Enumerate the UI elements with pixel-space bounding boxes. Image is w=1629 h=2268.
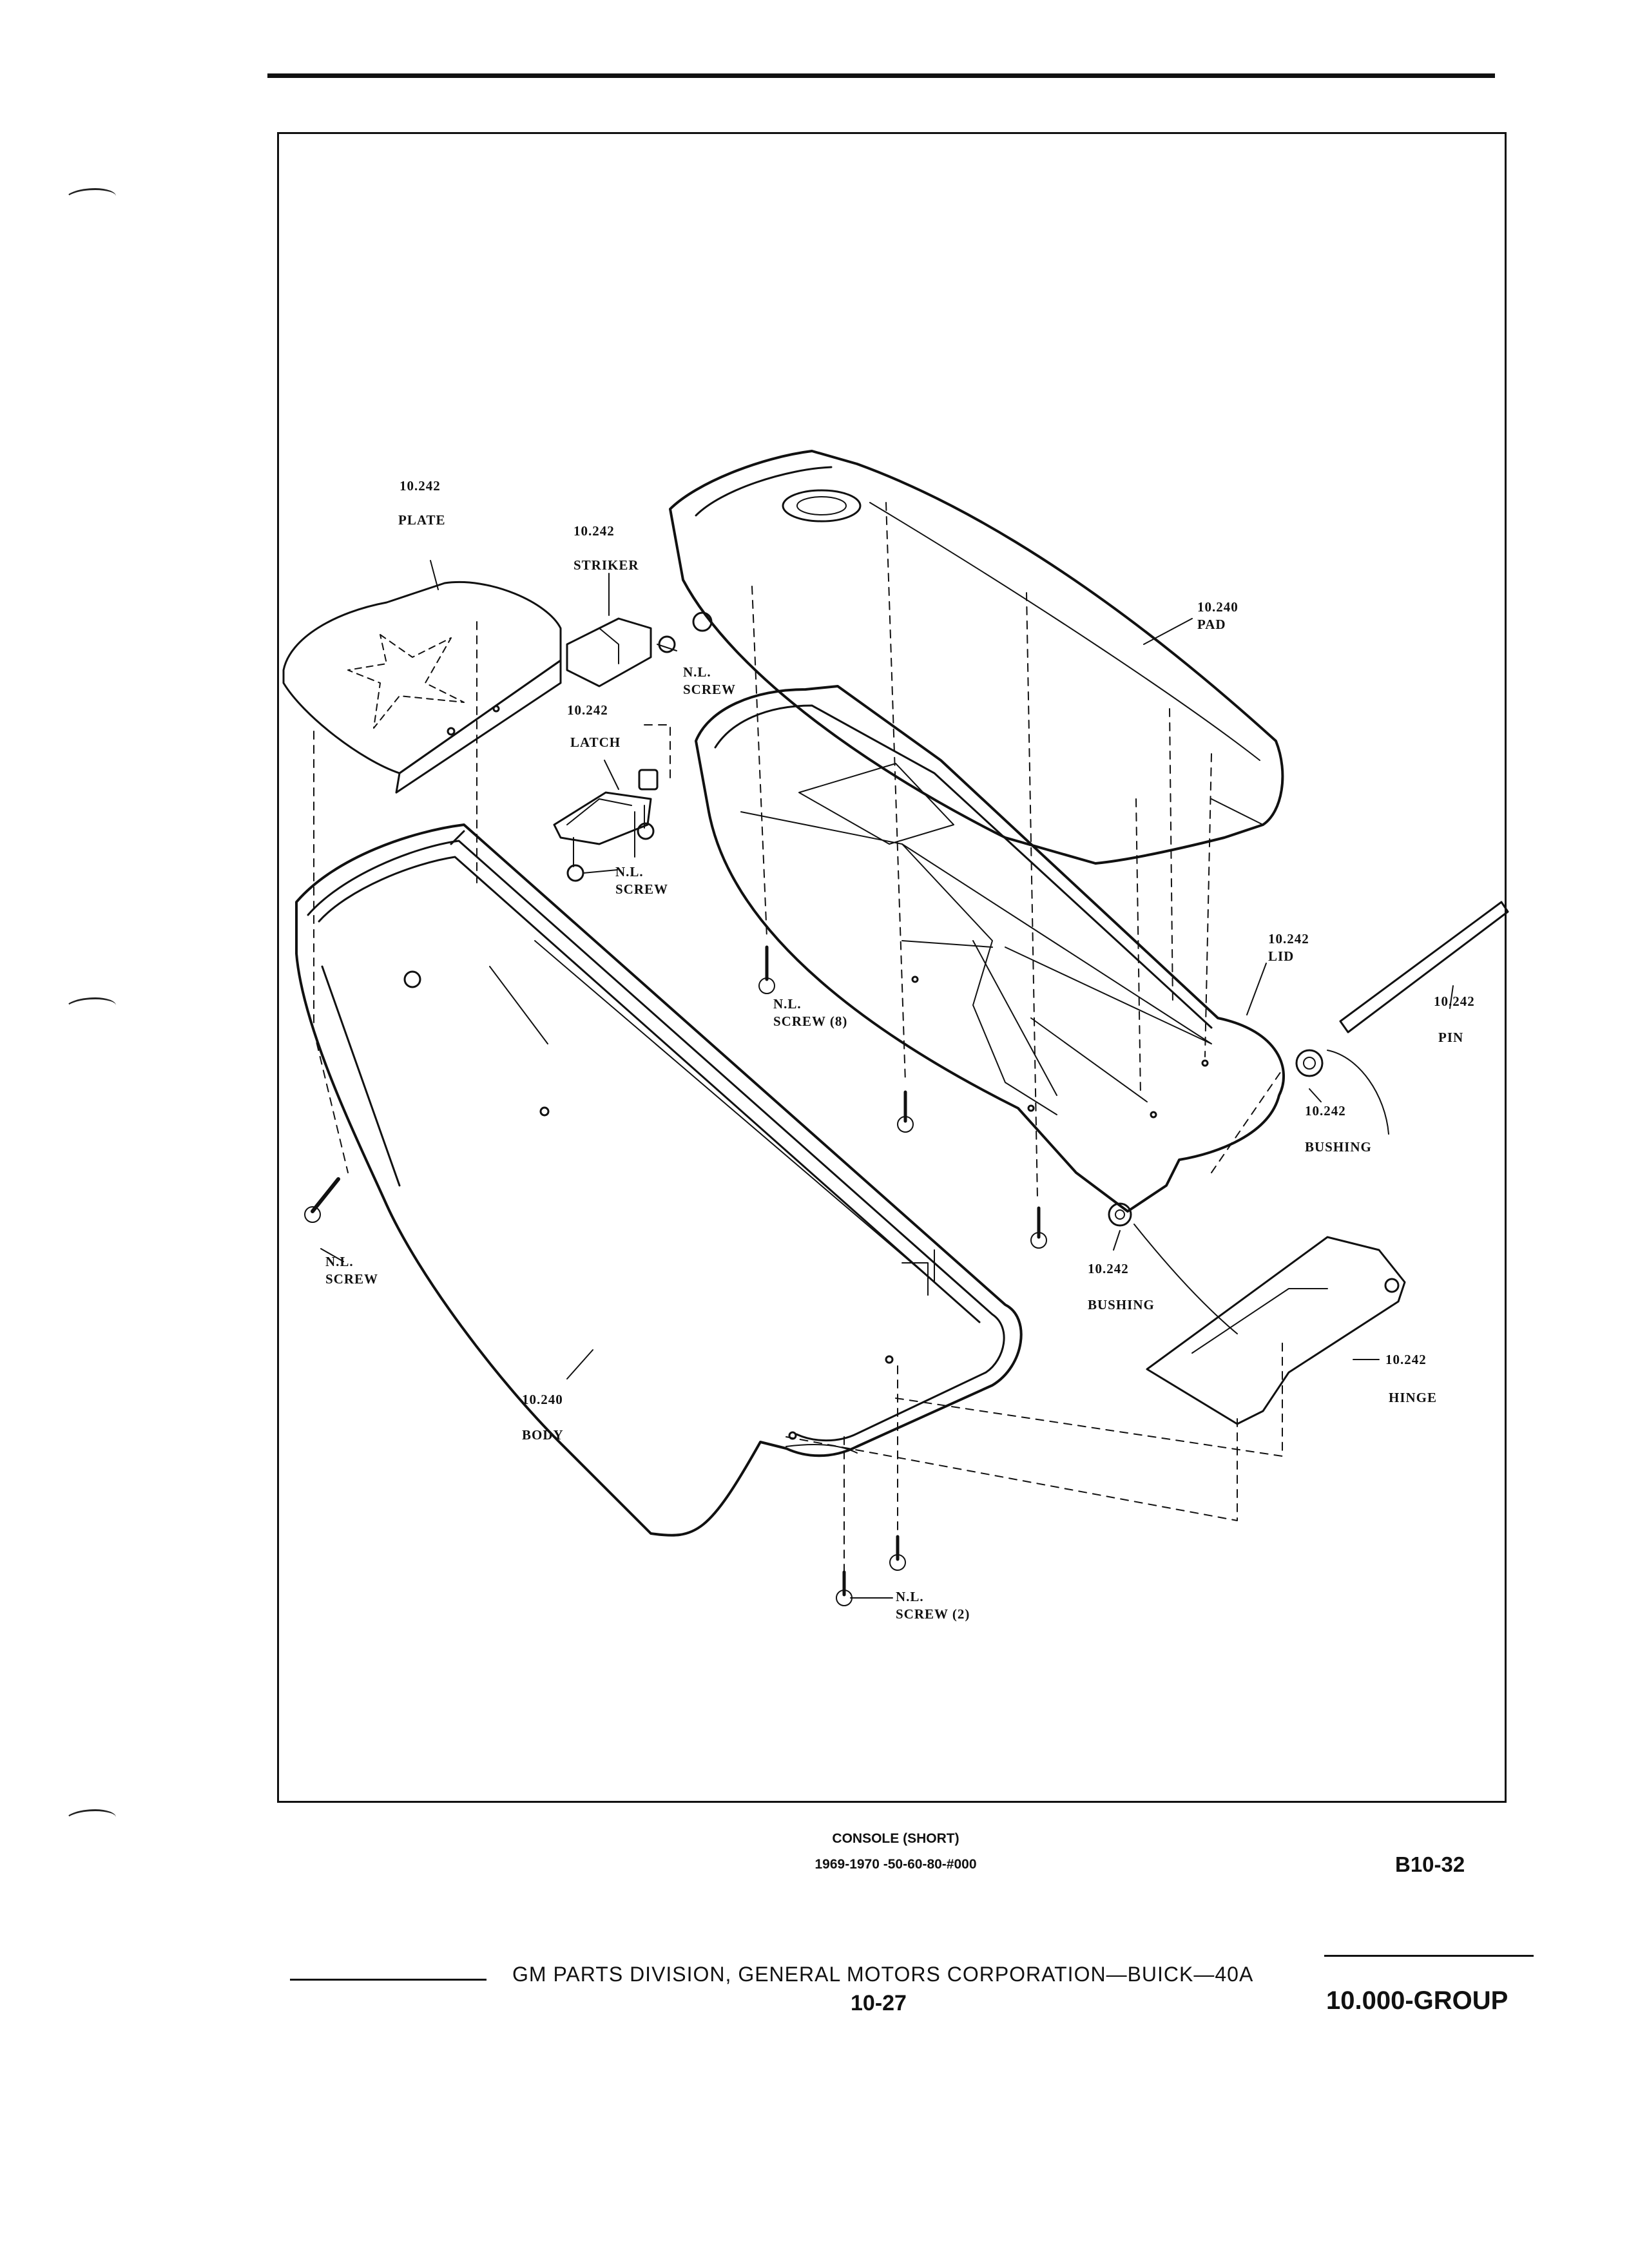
callout-number-bushing-right: 10.242 — [1305, 1103, 1346, 1119]
page-number: 10-27 — [851, 1991, 907, 2015]
callout-number-pad: 10.240 — [1197, 599, 1239, 615]
plate-code: B10-32 — [1395, 1852, 1465, 1876]
punch-hole-mark — [64, 1809, 116, 1829]
footer-rule-right — [1324, 1955, 1534, 1957]
caption-title: CONSOLE (SHORT) — [832, 1831, 959, 1846]
callout-label-body-screw: N.L. SCREW — [325, 1254, 379, 1287]
callout-label-latch: LATCH — [570, 735, 621, 750]
pad-part — [669, 450, 1284, 865]
screw-parts — [304, 945, 1047, 1606]
callout-label-bushing-right: BUSHING — [1305, 1139, 1372, 1155]
punch-hole-mark — [64, 188, 116, 208]
group-label: 10.000-GROUP — [1326, 1986, 1509, 2015]
callout-label-pad: PAD — [1197, 617, 1226, 632]
leader-lines — [320, 560, 1454, 1599]
pin-part — [1339, 901, 1509, 1033]
callout-number-pin: 10.242 — [1434, 994, 1475, 1009]
callout-label-body: BODY — [522, 1427, 564, 1443]
callout-label-plate: PLATE — [398, 512, 446, 528]
caption-models: 1969-1970 -50-60-80-#000 — [815, 1857, 977, 1872]
callout-number-hinge: 10.242 — [1385, 1352, 1427, 1367]
callout-label-bottom-screw: N.L. SCREW (2) — [896, 1589, 970, 1622]
footer-rule-left — [290, 1979, 487, 1981]
callout-number-lid: 10.242 — [1268, 931, 1309, 947]
callout-number-body: 10.240 — [522, 1392, 563, 1407]
callout-number-plate: 10.242 — [400, 478, 441, 494]
lid-part — [695, 685, 1285, 1213]
callout-label-lid: LID — [1268, 948, 1295, 964]
assembly-lines — [313, 502, 1283, 1573]
console-body-part — [295, 823, 1023, 1537]
callout-label-pin: PIN — [1438, 1030, 1464, 1045]
bushing-parts — [1108, 1049, 1324, 1227]
callout-label-latch-screw: N.L. SCREW — [615, 864, 669, 898]
callout-number-striker: 10.242 — [574, 523, 615, 539]
illustration-frame — [277, 132, 1507, 1803]
arc-arrow — [1327, 1050, 1389, 1135]
callout-label-bushing-left: BUSHING — [1088, 1297, 1155, 1312]
callout-number-striker-2: 10.242 — [567, 702, 608, 718]
callout-label-hinge: HINGE — [1389, 1390, 1438, 1405]
top-rule — [267, 73, 1495, 78]
punch-hole-mark — [64, 997, 116, 1017]
hinge-part — [1146, 1236, 1406, 1425]
callout-number-bushing-left: 10.242 — [1088, 1261, 1129, 1276]
footer-publisher: GM PARTS DIVISION, GENERAL MOTORS CORPOR… — [512, 1963, 1254, 1986]
callout-label-lid-screw: N.L. SCREW (8) — [773, 996, 848, 1030]
plate-part — [282, 581, 562, 794]
callout-label-striker: STRIKER — [574, 557, 639, 573]
callout-label-striker-screw: N.L. SCREW — [683, 664, 737, 698]
arc-arrow — [1133, 1224, 1238, 1334]
